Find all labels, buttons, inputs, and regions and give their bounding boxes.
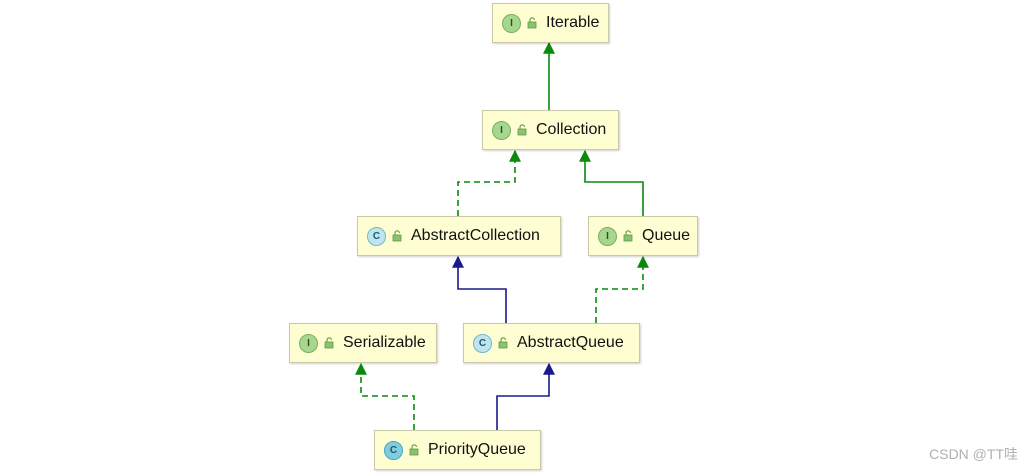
edge-abstractqueue-queue	[595, 255, 649, 323]
node-priority-queue[interactable]: C PriorityQueue	[374, 430, 541, 470]
node-iterable[interactable]: I Iterable	[492, 3, 609, 43]
unlocked-icon	[527, 17, 537, 29]
node-label: Collection	[536, 121, 607, 138]
unlocked-icon	[623, 230, 633, 242]
interface-icon: I	[502, 13, 521, 33]
node-queue[interactable]: I Queue	[588, 216, 698, 256]
class-icon: C	[384, 440, 403, 460]
interface-icon: I	[492, 120, 511, 140]
interface-icon: I	[299, 333, 318, 353]
node-abstract-collection[interactable]: C AbstractCollection	[357, 216, 561, 256]
unlocked-icon	[498, 337, 508, 349]
node-label: Serializable	[343, 334, 426, 351]
node-label: AbstractCollection	[411, 227, 540, 244]
edge-priorityqueue-serializable	[355, 362, 415, 430]
watermark: CSDN @TT哇	[929, 446, 1018, 462]
node-label: Iterable	[546, 14, 600, 31]
node-label: AbstractQueue	[517, 334, 624, 351]
node-label: PriorityQueue	[428, 441, 526, 458]
edge-abstractcollection-collection	[457, 149, 521, 216]
unlocked-icon	[392, 230, 402, 242]
interface-icon: I	[598, 226, 617, 246]
node-collection[interactable]: I Collection	[482, 110, 619, 150]
abstract-class-icon: C	[367, 226, 386, 246]
edge-priorityqueue-abstractqueue	[496, 362, 555, 430]
edge-queue-collection	[579, 149, 644, 216]
node-abstract-queue[interactable]: C AbstractQueue	[463, 323, 640, 363]
abstract-class-icon: C	[473, 333, 492, 353]
unlocked-icon	[324, 337, 334, 349]
unlocked-icon	[517, 124, 527, 136]
node-label: Queue	[642, 227, 691, 244]
edge-abstractqueue-abstractcollection	[452, 255, 507, 323]
unlocked-icon	[409, 444, 419, 456]
node-serializable[interactable]: I Serializable	[289, 323, 437, 363]
